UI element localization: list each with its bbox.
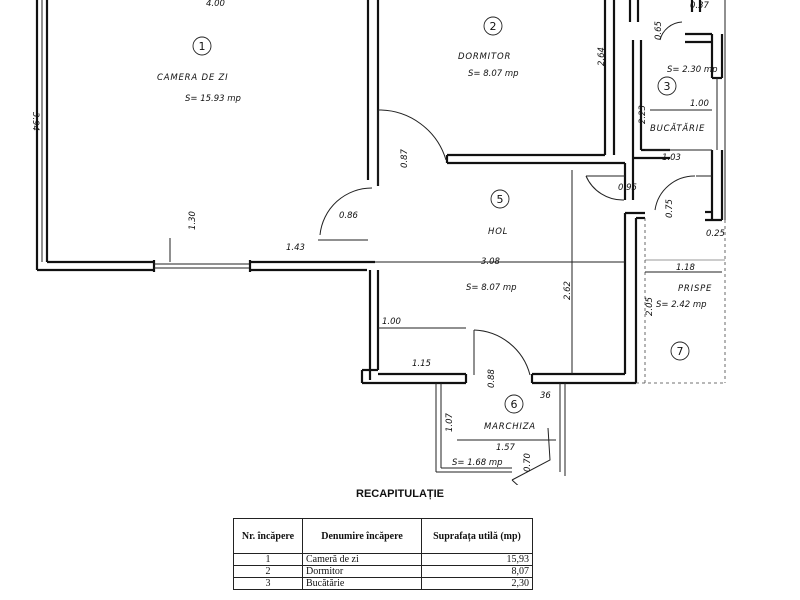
room-3-area: S= 2.30 mp — [667, 65, 718, 75]
room-5-area: S= 8.07 mp — [466, 283, 517, 293]
prispa-outline — [636, 218, 726, 384]
dim-label: 1.00 — [382, 317, 401, 327]
room-2-number: 2 — [490, 20, 497, 33]
windows — [41, 0, 726, 262]
dim-label: 1.07 — [445, 412, 455, 432]
table-cell-nr: 2 — [233, 565, 303, 578]
dim-label: 0.87 — [400, 148, 410, 168]
recap-title: RECAPITULAȚIE — [356, 488, 444, 500]
dimension-lines — [169, 109, 722, 441]
dim-label: 0.75 — [665, 199, 675, 218]
dim-label: 36 — [540, 391, 551, 401]
room-7-name: PRISPE — [678, 284, 712, 294]
room-7-area: S= 2.42 mp — [656, 300, 707, 310]
dim-label: 2.62 — [563, 281, 573, 300]
room-5-number: 5 — [497, 193, 504, 206]
dim-label: 0.37 — [690, 1, 710, 11]
table-cell-name: Bucătărie — [302, 577, 422, 590]
dim-label: 3.94 — [30, 112, 40, 131]
room-6-number: 6 — [511, 398, 518, 411]
table-cell-name: Dormitor — [302, 565, 422, 578]
room-1-area: S= 15.93 mp — [185, 94, 241, 104]
walls — [35, 0, 724, 385]
dim-label: 1.00 — [690, 99, 709, 109]
dim-label: 1.30 — [188, 211, 198, 230]
table-cell-area: 15,93 — [421, 553, 533, 566]
table-cell-area: 2,30 — [421, 577, 533, 590]
dim-label: 0.25 — [706, 229, 725, 239]
dim-label: 0.95 — [618, 183, 637, 193]
room-2-name: DORMITOR — [458, 52, 511, 62]
dim-label: 0.86 — [339, 211, 359, 221]
dim-label: 2.64 — [597, 47, 607, 66]
room-7-number: 7 — [677, 345, 684, 358]
dim-label: 1.15 — [412, 359, 431, 369]
dim-label: 2.23 — [638, 105, 648, 124]
recap-header-nr: Nr. încăpere — [233, 518, 303, 554]
table-row: 3 Bucătărie 2,30 — [233, 577, 533, 590]
doors — [318, 21, 712, 485]
room-5-name: HOL — [488, 227, 508, 237]
room-2-area: S= 8.07 mp — [468, 69, 519, 79]
room-number-markers — [192, 16, 690, 414]
room-6-name: MARCHIZA — [484, 422, 536, 432]
room-3-name: BUCĂTĂRIE — [650, 122, 705, 134]
dim-label: 1.03 — [662, 153, 681, 163]
dim-label: 0.70 — [523, 453, 533, 472]
table-cell-nr: 3 — [233, 577, 303, 590]
table-row: 1 Cameră de zi 15,93 — [233, 553, 533, 566]
marchiza-walls — [435, 383, 566, 476]
dim-label: 4.00 — [206, 0, 225, 9]
dim-label: 2.05 — [645, 297, 655, 316]
dim-label: 1.57 — [496, 443, 516, 453]
room-3-number: 3 — [664, 80, 671, 93]
recap-table: Nr. încăpere Denumire încăpere Suprafața… — [233, 518, 533, 590]
recap-header-area: Suprafața utilă (mp) — [421, 518, 533, 554]
table-cell-name: Cameră de zi — [302, 553, 422, 566]
dim-label: 3.08 — [481, 257, 501, 267]
dim-label: 1.43 — [286, 243, 305, 253]
table-cell-nr: 1 — [233, 553, 303, 566]
recap-header-row: Nr. încăpere Denumire încăpere Suprafața… — [233, 518, 533, 554]
dim-label: 1.18 — [676, 263, 696, 273]
room-1-name: CAMERA DE ZI — [157, 73, 228, 83]
table-row: 2 Dormitor 8,07 — [233, 565, 533, 578]
recap-header-name: Denumire încăpere — [302, 518, 422, 554]
dim-label: 0.88 — [487, 368, 497, 388]
room-1-number: 1 — [199, 40, 206, 53]
dim-label: 0.65 — [654, 21, 664, 40]
table-cell-area: 8,07 — [421, 565, 533, 578]
floor-plan-svg: 1 2 3 5 6 7 CAMERA DE ZI S= 15.93 mp DOR… — [30, 0, 726, 485]
room-6-area: S= 1.68 mp — [452, 458, 503, 468]
